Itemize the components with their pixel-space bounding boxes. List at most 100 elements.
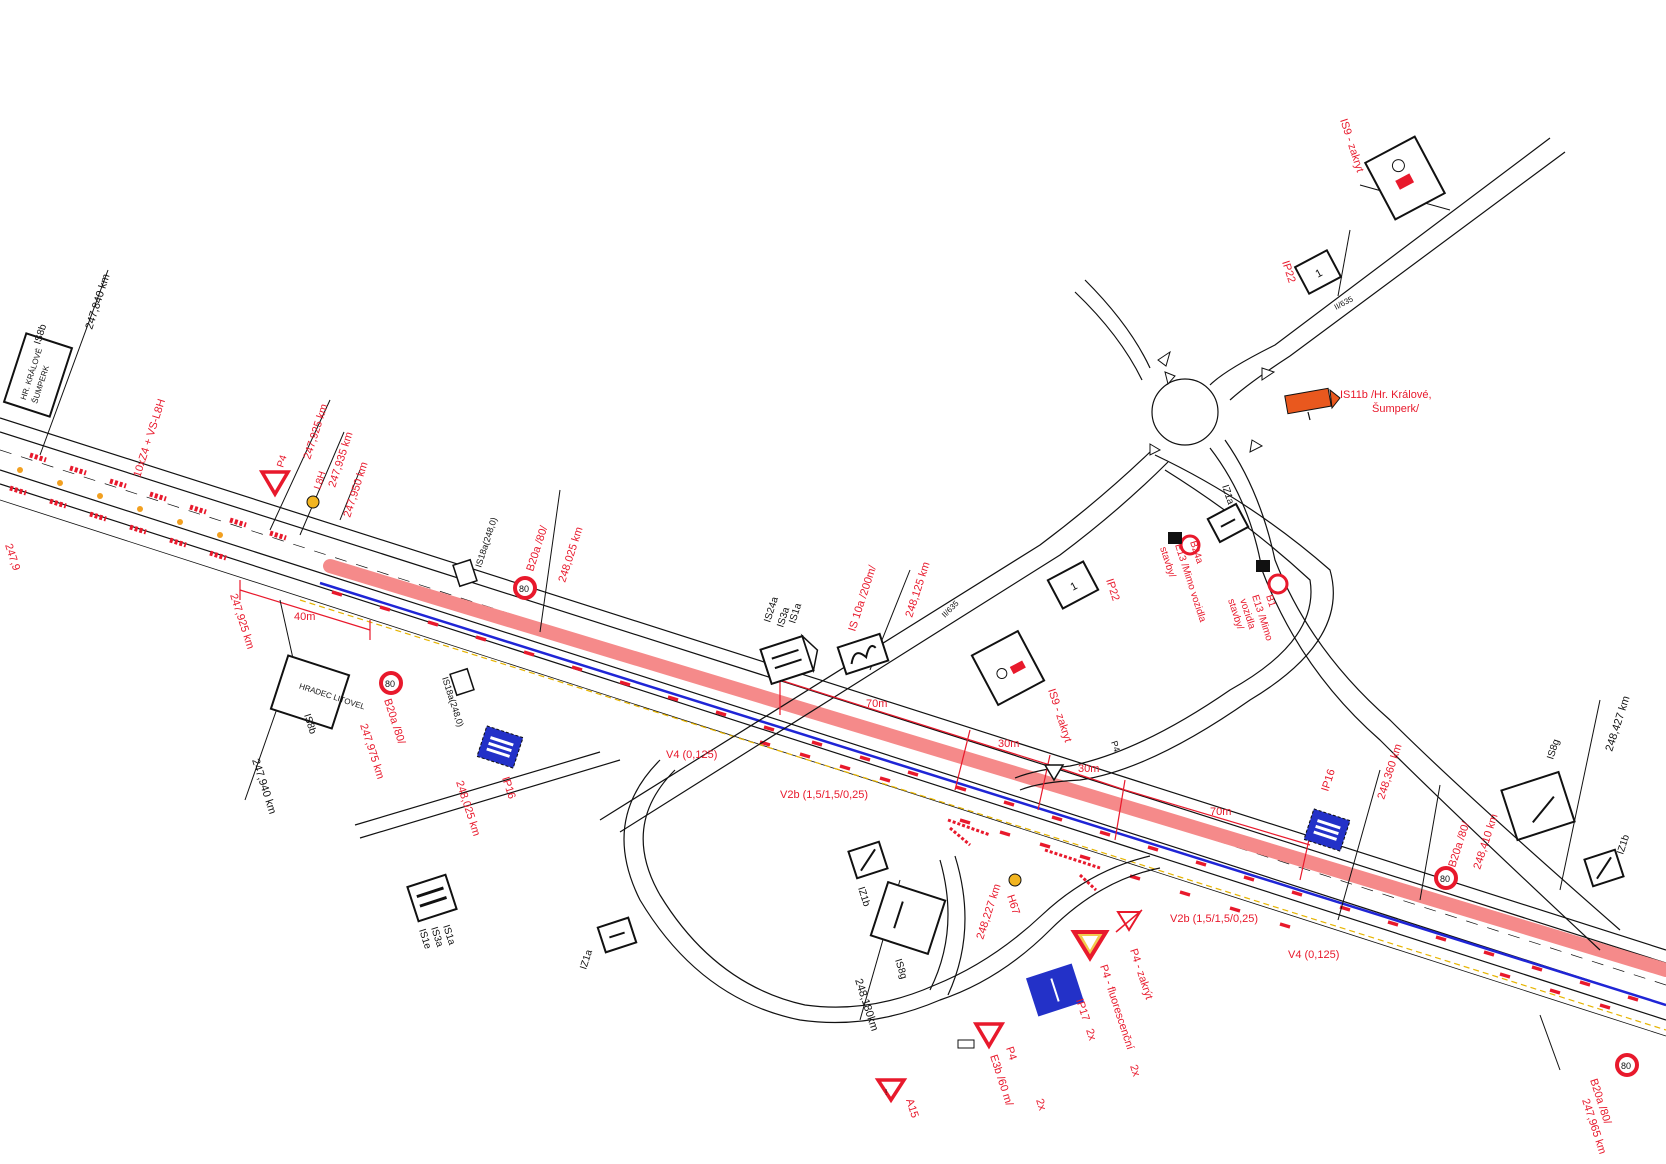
- sign-b24a: [1168, 532, 1201, 556]
- sign-is9-mid: [970, 629, 1046, 707]
- label-e3b-qty: 2x: [1033, 1097, 1048, 1112]
- label-v2b-left: V2b (1,5/1,5/0,25): [780, 789, 868, 801]
- traffic-islands: [1149, 350, 1276, 456]
- label-p4-top: P4: [275, 453, 289, 468]
- main-highway: [0, 417, 1666, 1037]
- sign-e3b: [957, 1039, 975, 1049]
- merge-barrier: [947, 818, 1101, 892]
- label-km-248-410: 248,410 km: [1471, 813, 1500, 871]
- label-ip17: IP17: [1073, 997, 1091, 1022]
- cone-markers: [331, 590, 1639, 1010]
- label-km-247-cut: 247,9: [2, 542, 22, 572]
- label-v2b-right: V2b (1,5/1,5/0,25): [1170, 913, 1258, 925]
- label-km-247-840: 247,840 km: [83, 273, 112, 331]
- label-dist-30-b: 30m: [1078, 763, 1099, 775]
- sign-is24a: [759, 633, 819, 686]
- sign-b20a-right-value: 80: [1440, 874, 1450, 884]
- label-km-248-427: 248,427 km: [1603, 695, 1632, 753]
- sign-b20a-top-value: 80: [519, 584, 529, 594]
- sign-b20a-bottom: 80: [1615, 1053, 1639, 1077]
- label-iz1b-right: IZ1b: [1615, 833, 1632, 856]
- label-e3b: E3b /60 m/: [987, 1053, 1015, 1108]
- label-h67: H67: [1004, 893, 1022, 916]
- label-p4-fluor-qty: 2x: [1127, 1063, 1142, 1078]
- sign-ip22-center: 1: [1046, 560, 1100, 610]
- label-v4-left: V4 (0,125): [666, 749, 717, 761]
- label-dist-70-right: 70m: [1210, 806, 1231, 818]
- label-ip16-right: IP16: [1319, 768, 1337, 793]
- label-l8h: L8H: [312, 470, 328, 491]
- sign-ip22-top: 1: [1293, 248, 1343, 296]
- sign-ip22-center-digit: 1: [1068, 580, 1079, 593]
- sign-iz1a-bottom: [596, 916, 638, 954]
- label-b1-1: B1: [1263, 594, 1277, 609]
- traffic-guide-line: [319, 581, 1666, 1007]
- sign-is8g-bottom: [869, 880, 947, 956]
- label-p4-fluor: P4 - fluorescenční: [1097, 963, 1136, 1051]
- labels: 247,840 km IS8b 10xZ4 + VS-L8H P4 L8H 24…: [2, 117, 1632, 1155]
- label-km-247-940: 247,940 km: [249, 757, 278, 815]
- label-is8g-right: IS8g: [1545, 738, 1562, 761]
- label-is8g-bottom: IS8g: [892, 958, 909, 981]
- label-ip16-left: IP16: [499, 775, 517, 800]
- label-b20a-right: B20a /80/: [1446, 820, 1472, 869]
- sign-ip16-right: [1303, 808, 1351, 852]
- label-b20a-top: B20a /80/: [524, 524, 550, 573]
- sign-p4-bottom: [972, 1022, 1006, 1050]
- sign-a15: !: [874, 1078, 908, 1104]
- label-km-247-925-bottom: 247,925 km: [227, 592, 256, 650]
- sign-is18a-mid: [449, 667, 475, 697]
- sign-b20a-right: 80: [1434, 866, 1458, 890]
- label-is11b-2: Šumperk/: [1372, 402, 1420, 415]
- label-is9-mid: IS9 - zakryt: [1045, 687, 1074, 744]
- sign-is11b-orange: [1284, 387, 1341, 421]
- label-iz1b-center: IZ1b: [855, 886, 872, 909]
- label-is10a: IS 10a /200m/: [846, 563, 879, 633]
- label-iz1a-bottom: IZ1a: [578, 948, 595, 971]
- label-km-248-125: 248,125 km: [903, 561, 932, 619]
- sign-iz1a-top: [1206, 502, 1250, 544]
- label-zone-closure: 10xZ4 + VS-L8H: [131, 398, 168, 479]
- dimension-lines: [239, 580, 1311, 881]
- sign-p4-triangle-2: [1043, 764, 1065, 782]
- sign-b20a-bottom-value: 80: [1621, 1061, 1631, 1071]
- label-is1a-top: IS1a: [787, 602, 804, 625]
- sign-is1a-bottom: [406, 873, 458, 923]
- label-km-247-975: 247,975 km: [357, 722, 386, 780]
- sign-p4-top: [258, 470, 292, 498]
- label-km-248-227: 248,227 km: [974, 883, 1003, 941]
- label-iz1a-top: IZ1a: [1219, 484, 1236, 507]
- sign-is10a: [836, 632, 890, 676]
- shoulder-yellow-line: [299, 599, 1666, 1031]
- label-b20a-left: B20a /80/: [381, 697, 407, 746]
- sign-iz1b-right: [1583, 848, 1625, 888]
- sign-is9-top: [1363, 135, 1447, 221]
- sign-ip17: [1025, 963, 1085, 1017]
- leader-lines: [39, 184, 1601, 1071]
- svg-text:!: !: [885, 1088, 887, 1097]
- sign-p4-zakryt: [1115, 909, 1143, 933]
- label-is11b-1: IS11b /Hr. Králové,: [1340, 389, 1432, 401]
- label-dist-30-a: 30m: [998, 738, 1019, 750]
- label-km-247-950: 247,950 km: [341, 461, 370, 519]
- sign-ip22-top-digit: 1: [1313, 267, 1324, 280]
- label-p4-zakryt: P4 - zakrýt: [1127, 947, 1155, 1001]
- label-p4-bottom: P4: [1003, 1045, 1019, 1062]
- sign-b20a-left: 80: [379, 671, 403, 695]
- label-dist-70-left: 70m: [866, 698, 887, 710]
- label-ip22-top: IP22: [1279, 259, 1297, 284]
- sign-b20a-top: 80: [513, 576, 537, 600]
- label-is18a-top: IS18a(248,0): [473, 516, 499, 569]
- sign-is8g-right: [1500, 770, 1576, 842]
- label-dist-40: 40m: [294, 611, 315, 623]
- roundabout-roads: [599, 137, 1621, 951]
- label-ip17-qty: 2x: [1083, 1027, 1098, 1042]
- barrier-z4-group: [9, 452, 287, 561]
- sign-is8b-bottom: HRADEC LITOVEL: [269, 654, 367, 730]
- sign-ip16-left: [476, 725, 524, 769]
- label-km-248-025: 248,025 km: [556, 526, 585, 584]
- sign-iz1b-center: [847, 840, 889, 880]
- sign-l8h-light: [306, 495, 1022, 887]
- label-km-248-180: 248,180km: [852, 977, 880, 1032]
